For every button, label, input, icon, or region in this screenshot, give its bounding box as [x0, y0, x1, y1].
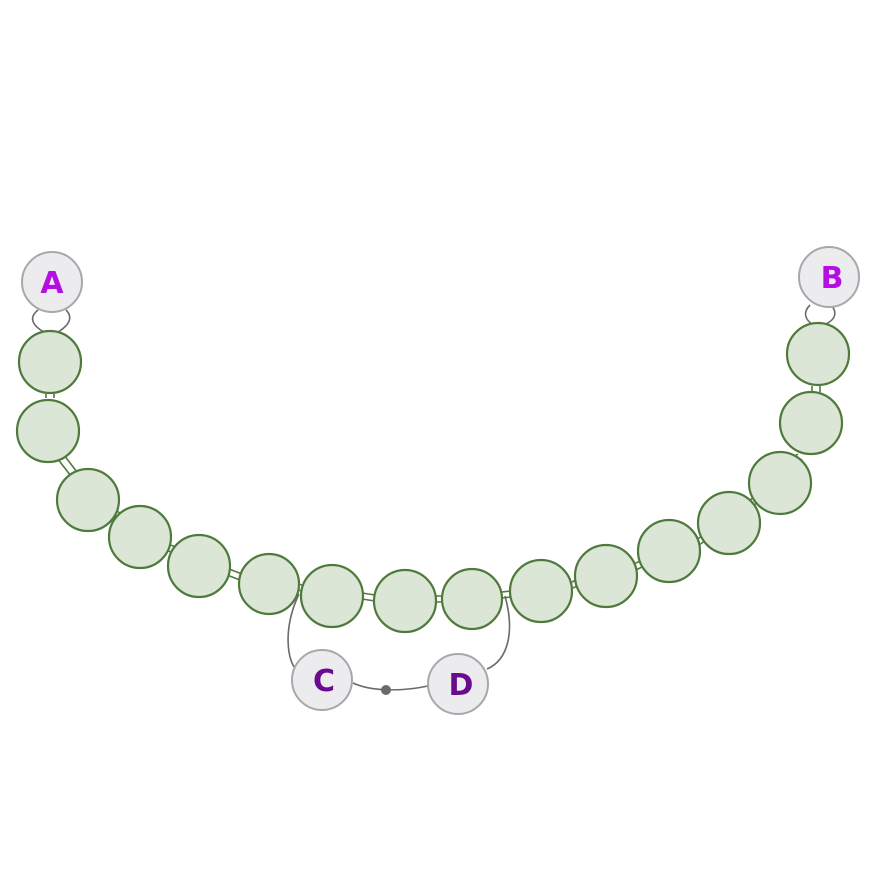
bead-link — [45, 394, 55, 398]
bead — [107, 504, 173, 570]
bead — [508, 558, 574, 624]
bead — [15, 398, 81, 464]
node-d: D — [427, 653, 489, 715]
node-c-label: C — [313, 664, 335, 699]
node-a-link — [57, 309, 71, 333]
node-a: A — [21, 251, 83, 313]
node-links — [31, 304, 836, 691]
bead — [372, 568, 438, 634]
bead-links — [45, 386, 821, 603]
bead — [166, 533, 232, 599]
bead — [778, 390, 844, 456]
beads — [15, 321, 851, 634]
node-b-circle — [798, 246, 860, 308]
bead — [55, 467, 121, 533]
bead — [440, 567, 504, 631]
node-a-link — [31, 309, 45, 333]
node-d-label: D — [449, 668, 474, 703]
bead — [785, 321, 851, 387]
bead — [747, 450, 813, 516]
labeled-nodes: A B C D — [21, 246, 860, 715]
node-a-label: A — [40, 266, 64, 301]
bead — [696, 490, 762, 556]
bead — [636, 518, 702, 584]
node-b-label: B — [821, 261, 844, 296]
node-c: C — [291, 649, 353, 711]
node-b-link — [825, 305, 836, 325]
bead — [17, 329, 83, 395]
bead — [237, 552, 301, 616]
node-b: B — [798, 246, 860, 308]
node-c-link — [287, 593, 300, 670]
node-cd-link-dot — [381, 685, 391, 695]
node-b-link — [804, 304, 813, 325]
node-d-circle — [427, 653, 489, 715]
bead — [573, 543, 639, 609]
node-c-circle — [291, 649, 353, 711]
bead-link — [361, 592, 376, 602]
bead — [299, 563, 365, 629]
node-a-circle — [21, 251, 83, 313]
node-d-link — [486, 595, 511, 670]
